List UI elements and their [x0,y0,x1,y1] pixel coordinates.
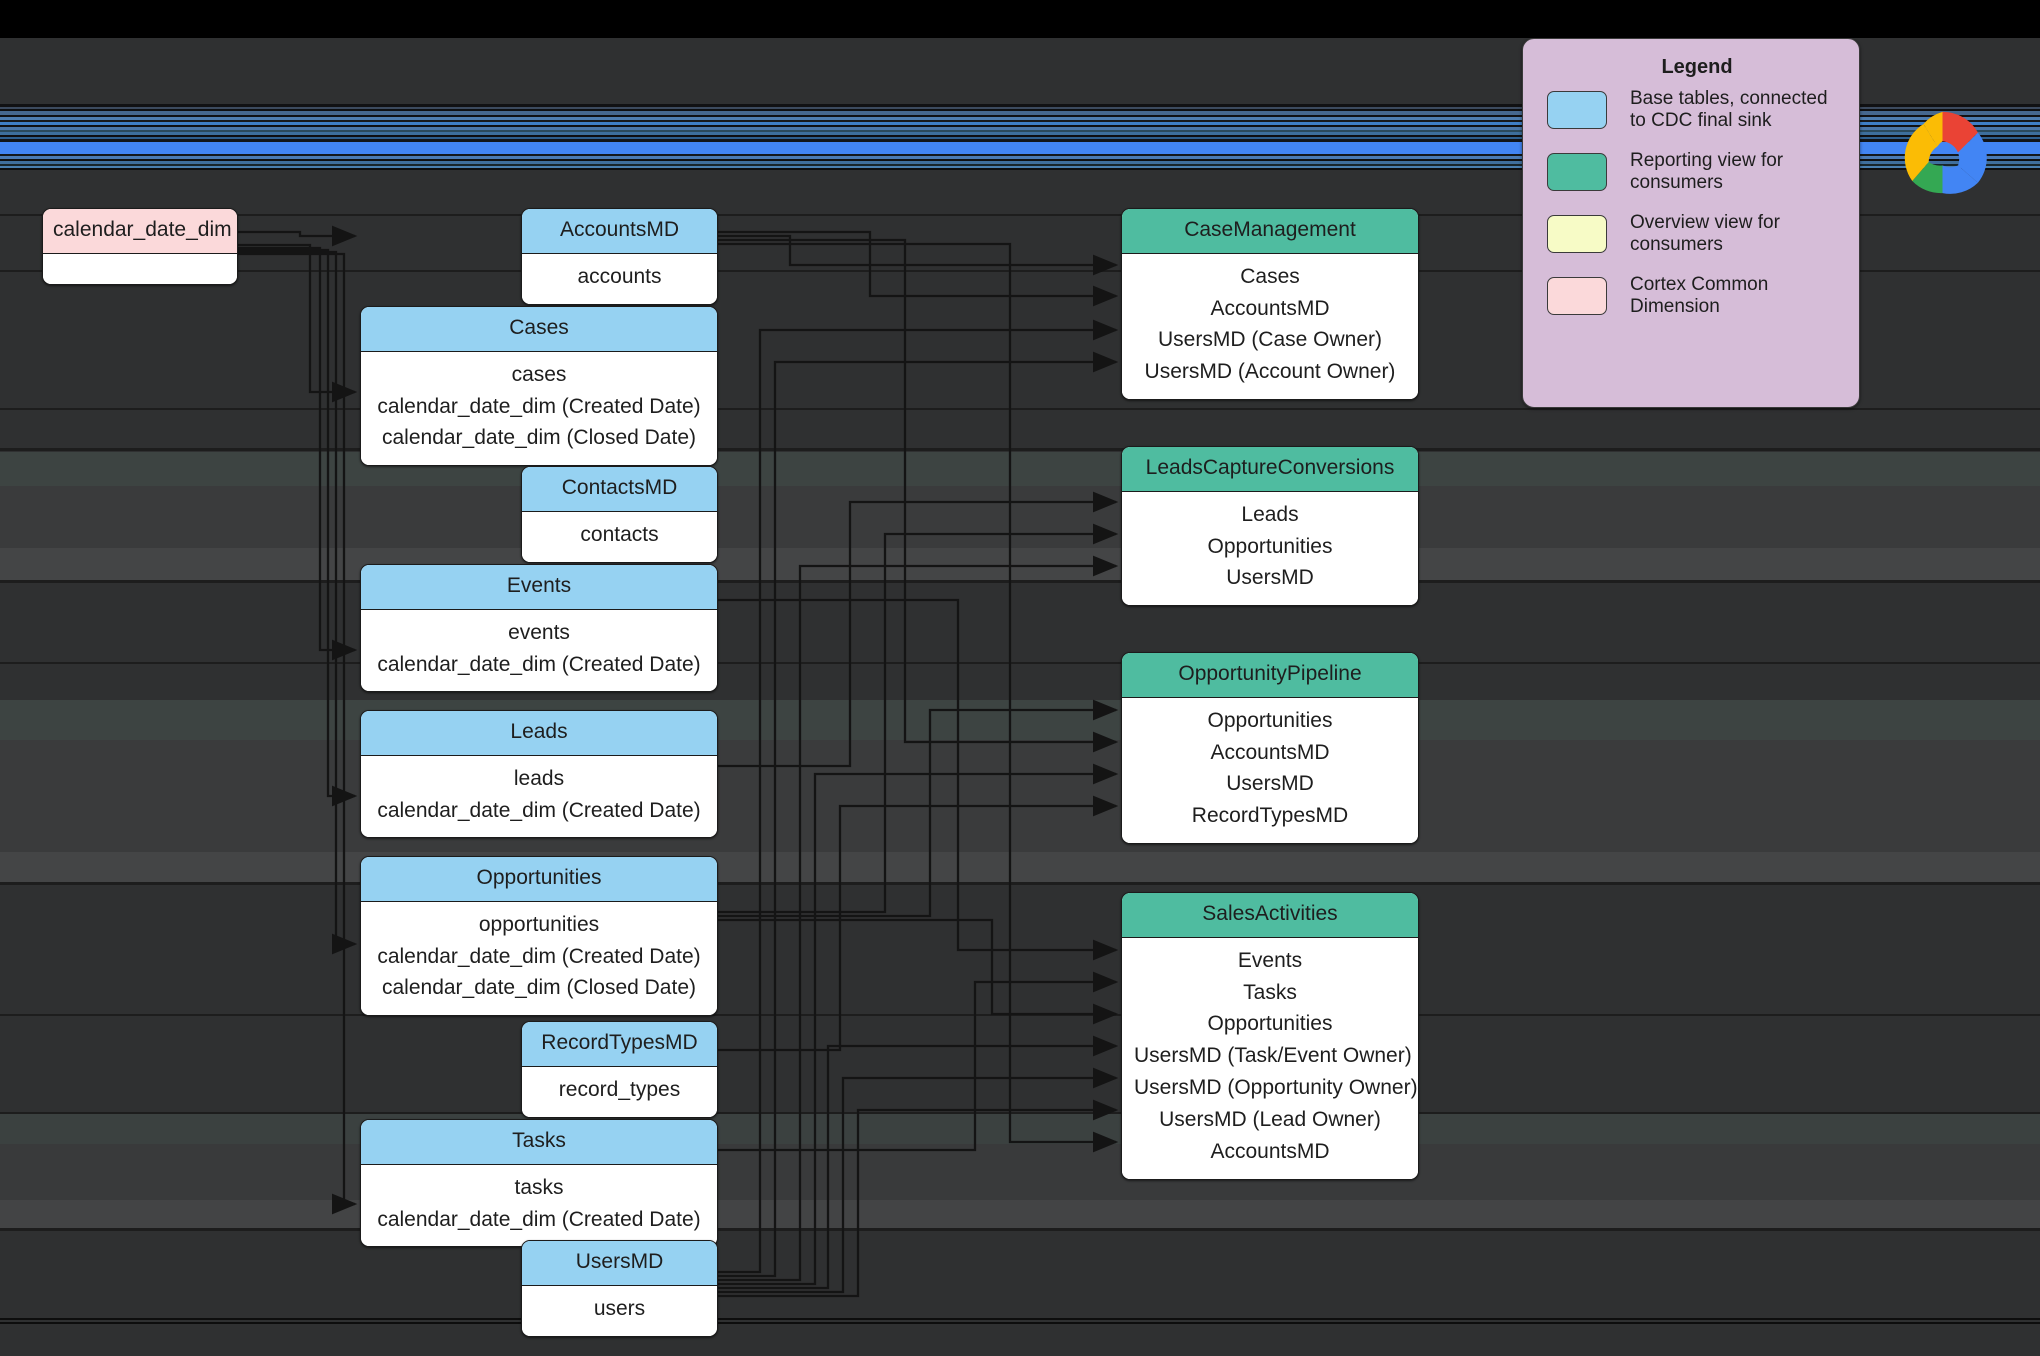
node-row: events [508,620,570,644]
node-body [43,253,237,284]
node-accountsmd[interactable]: AccountsMD accounts [521,208,718,305]
node-title: Leads [361,711,717,756]
legend-item-label: Cortex Common Dimension [1630,273,1769,317]
node-usersmd[interactable]: UsersMD users [521,1240,718,1337]
legend-item-label: Base tables, connected to CDC final sink [1630,87,1828,131]
node-row: tasks [514,1175,564,1199]
legend-item: Cortex Common Dimension [1547,265,1859,327]
legend-panel: Legend Base tables, connected to CDC fin… [1522,38,1860,408]
overview-view-swatch [1547,215,1607,253]
node-body: contacts [522,511,717,562]
node-row: leads [513,766,565,790]
cortex-dimension-swatch [1547,277,1607,315]
node-body: leads calendar_date_dim (Created Date) [361,755,717,838]
node-row: contacts [580,522,659,546]
node-leads[interactable]: Leads leads calendar_date_dim (Created Dat… [360,710,718,839]
node-body: record_types [522,1066,717,1117]
node-row: Leads [1241,502,1299,526]
node-title: CaseManagement [1122,209,1418,254]
node-row: calendar_date_dim (Created Date) [377,394,701,418]
node-row: AccountsMD [1210,1140,1330,1164]
node-title: LeadsCaptureConversions [1122,447,1418,492]
node-row: UsersMD [1226,566,1314,590]
node-title: RecordTypesMD [522,1022,717,1067]
node-row: UsersMD (Account Owner) [1144,360,1396,384]
node-row: cases [511,362,567,386]
node-row: accounts [577,264,662,288]
node-row: opportunities [478,912,600,936]
node-body: accounts [522,253,717,304]
legend-item-label: Overview view for consumers [1630,211,1780,255]
node-events[interactable]: Events events calendar_date_dim (Created D… [360,564,718,693]
node-title: AccountsMD [522,209,717,254]
node-row: Opportunities [1207,708,1333,732]
node-row: UsersMD [1226,772,1314,796]
node-row: calendar_date_dim (Closed Date) [381,426,696,450]
node-row: calendar_date_dim (Created Date) [377,944,701,968]
node-title: Tasks [361,1120,717,1165]
legend-item: Reporting view for consumers [1547,141,1859,203]
google-cloud-logo [1904,111,1987,194]
node-row: UsersMD (Case Owner) [1157,328,1383,352]
node-row: Events [1237,948,1303,972]
node-row: Opportunities [1207,1012,1333,1036]
node-title: Cases [361,307,717,352]
node-row: calendar_date_dim (Created Date) [377,652,701,676]
node-body: opportunities calendar_date_dim (Created … [361,901,717,1016]
node-row: AccountsMD [1210,740,1330,764]
node-body: tasks calendar_date_dim (Created Date) [361,1164,717,1247]
node-title: ContactsMD [522,467,717,512]
node-row: UsersMD (Task/Event Owner) [1134,1044,1412,1068]
stripe-artifact-band [0,104,2040,170]
legend-item-label: Reporting view for consumers [1630,149,1784,193]
node-title: calendar_date_dim [43,209,237,254]
node-title: UsersMD [522,1241,717,1286]
node-row: calendar_date_dim (Created Date) [377,1207,701,1231]
node-row: calendar_date_dim (Created Date) [377,798,701,822]
node-row: calendar_date_dim (Closed Date) [381,976,696,1000]
node-title: Opportunities [361,857,717,902]
node-body: cases calendar_date_dim (Created Date) cal… [361,351,717,466]
node-calendar_date_dim[interactable]: calendar_date_dim [42,208,238,285]
node-body: events calendar_date_dim (Created Date) [361,609,717,692]
node-row: record_types [558,1077,681,1101]
legend-item: Overview view for consumers [1547,203,1859,265]
legend-rows: Base tables, connected to CDC final sink… [1523,79,1859,327]
node-body: users [522,1285,717,1336]
node-tasks[interactable]: Tasks tasks calendar_date_dim (Created Dat… [360,1119,718,1248]
reporting-view-swatch [1547,153,1607,191]
node-contactsmd[interactable]: ContactsMD contacts [521,466,718,563]
node-title: SalesActivities [1122,893,1418,938]
legend-title: Legend [1661,56,1733,78]
node-row: Opportunities [1207,534,1333,558]
node-cases[interactable]: Cases cases calendar_date_dim (Created Dat… [360,306,718,467]
node-opportunities[interactable]: Opportunities opportunities calendar_date_… [360,856,718,1017]
node-row: Cases [1240,264,1300,288]
node-title: Events [361,565,717,610]
node-title: OpportunityPipeline [1122,653,1418,698]
node-row: Tasks [1243,980,1297,1004]
base-table-swatch [1547,91,1607,129]
node-recordtypesmd[interactable]: RecordTypesMD record_types [521,1021,718,1118]
node-row: users [593,1296,646,1320]
legend-item: Base tables, connected to CDC final sink [1547,79,1859,141]
node-row: UsersMD (Lead Owner) [1159,1108,1381,1132]
node-row: AccountsMD [1210,296,1330,320]
node-row: RecordTypesMD [1191,804,1349,828]
node-row: UsersMD (Opportunity Owner) [1134,1076,1418,1100]
